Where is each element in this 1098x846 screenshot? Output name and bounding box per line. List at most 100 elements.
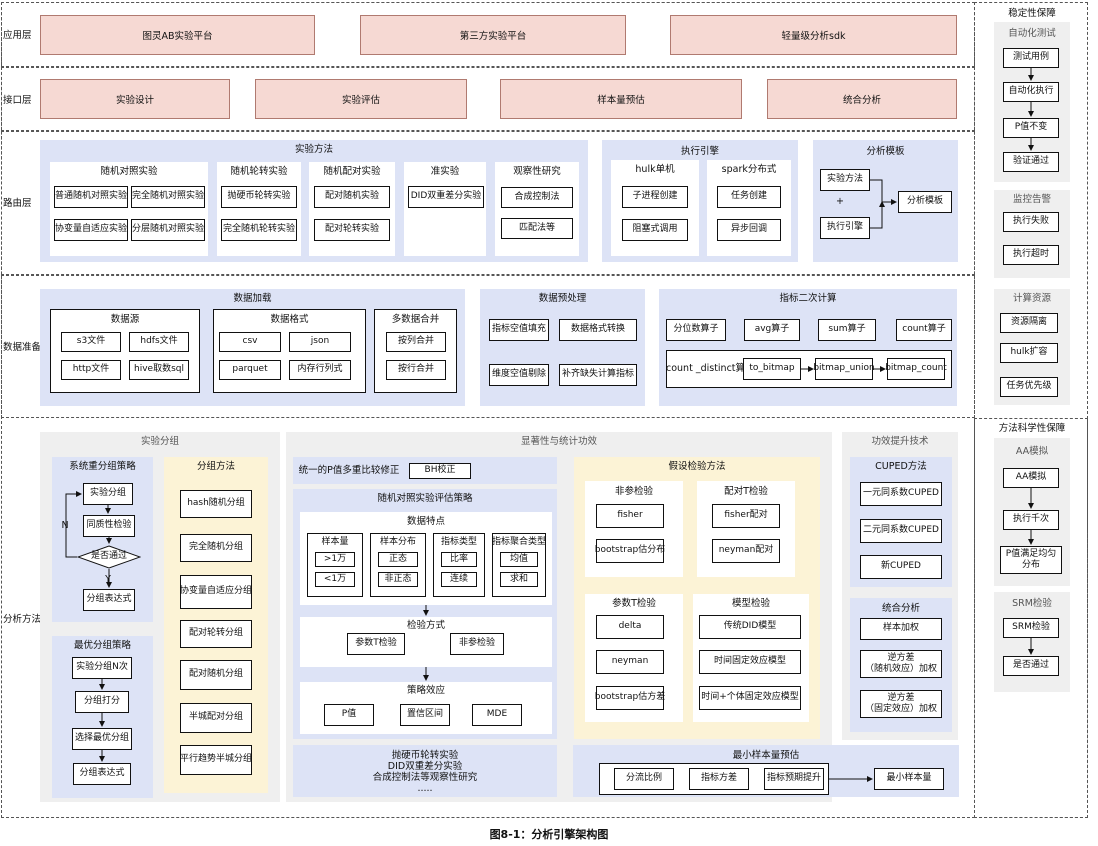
auto-execute: 自动化执行 — [1003, 82, 1059, 102]
minsample-result: 最小样本量 — [874, 768, 944, 790]
engine-title: 执行引擎 — [680, 146, 719, 157]
secondary-sum: sum算子 — [818, 319, 876, 341]
cuped-bi: 二元同系数CUPED — [860, 519, 942, 543]
spark-item-create: 任务创建 — [717, 186, 781, 208]
feature-value: 正态 — [378, 552, 418, 567]
param-bootstrap: bootstrap估方差 — [595, 686, 665, 710]
rebalance-step-homogeneity: 同质性检验 — [83, 515, 135, 537]
hulk-title: hulk单机 — [635, 164, 675, 175]
nonparam-bootstrap: bootstrap估分布 — [595, 539, 665, 563]
secondary-quantile: 分位数算子 — [666, 319, 726, 341]
power-title: 功效提升技术 — [871, 436, 929, 447]
source-hive: hive取数sql — [129, 360, 189, 380]
optimal-step-expression: 分组表达式 — [73, 763, 131, 785]
significance-title: 显著性与统计功效 — [520, 436, 597, 447]
srm-title: SRM检验 — [1012, 598, 1052, 609]
gm-halfcity: 半城配对分组 — [180, 703, 252, 733]
srm-pass: 是否通过 — [1003, 656, 1059, 676]
resource-priority: 任务优先级 — [1000, 377, 1058, 397]
format-json: json — [289, 332, 351, 352]
feature-value: 非正态 — [378, 572, 418, 587]
rr-item-complete: 完全随机轮转实验 — [221, 219, 297, 241]
template-engine-box: 执行引擎 — [820, 217, 870, 239]
layer-iface-label: 接口层 — [3, 95, 32, 106]
others-line1: 抛硬币轮转实验 — [391, 750, 459, 761]
gm-parallel-halfcity: 平行趋势半城分组 — [180, 745, 252, 775]
minsample-lift: 指标预期提升 — [764, 768, 824, 790]
gm-pair-rotation: 配对轮转分组 — [180, 620, 252, 648]
rr-title: 随机轮转实验 — [230, 166, 288, 177]
merge-title: 多数据合并 — [391, 314, 440, 325]
optimal-step-select: 选择最优分组 — [72, 728, 132, 750]
feature-value: 比率 — [441, 552, 477, 567]
source-title: 数据源 — [110, 314, 140, 325]
hypo-title: 假设检验方法 — [668, 461, 726, 472]
template-title: 分析模板 — [866, 146, 905, 157]
gm-hash: hash随机分组 — [180, 490, 252, 518]
aa-uniform: P值满足均匀 分布 — [1000, 546, 1062, 574]
rc-item-covariate: 协变量自适应实验 — [54, 219, 128, 241]
methods-title: 实验方法 — [294, 144, 333, 155]
monitor-title: 监控告警 — [1012, 194, 1051, 205]
rebalance-step-pass: 是否通过 — [90, 551, 127, 561]
meta-iv-random: 逆方差 （随机效应）加权 — [860, 650, 942, 678]
grouping-title: 实验分组 — [140, 436, 179, 447]
test-param: 参数T检验 — [347, 633, 405, 655]
gm-covariate: 协变量自适应分组 — [180, 575, 252, 609]
param-delta: delta — [596, 615, 664, 639]
srm-check: SRM检验 — [1003, 618, 1059, 638]
preprocess-complete: 补齐缺失计算指标 — [559, 364, 637, 386]
unified-label: 统一的P值多重比较修正 — [298, 465, 400, 476]
quasi-title: 准实验 — [430, 166, 460, 177]
template-plus: + — [836, 196, 844, 207]
paired-neyman: neyman配对 — [712, 539, 780, 563]
cuped-uni: 一元同系数CUPED — [860, 482, 942, 506]
frame-science — [974, 418, 1088, 818]
iface-box-design: 实验设计 — [40, 79, 230, 119]
rp-title: 随机配对实验 — [323, 166, 381, 177]
decision-diamond — [77, 545, 141, 569]
layer-data-label: 数据准备 — [3, 342, 42, 353]
paired-title: 配对T检验 — [724, 486, 768, 497]
model-time-fe: 时间固定效应模型 — [699, 650, 801, 674]
monitor-fail: 执行失败 — [1003, 212, 1059, 232]
minsample-ratio: 分流比例 — [614, 768, 674, 790]
auto-testcase: 测试用例 — [1003, 48, 1059, 68]
param-neyman: neyman — [596, 650, 664, 674]
auto-pvalue: P值不变 — [1003, 118, 1059, 138]
monitor-timeout: 执行超时 — [1003, 245, 1059, 265]
aa-thousand: 执行千次 — [1003, 510, 1059, 530]
test-nonparam: 非参检验 — [450, 633, 504, 655]
param-title: 参数T检验 — [612, 598, 656, 609]
effect-p: P值 — [324, 704, 374, 726]
chain-to-bitmap: to_bitmap — [743, 358, 801, 380]
rr-item-coin: 抛硬币轮转实验 — [221, 186, 297, 208]
rebalance-step-expression: 分组表达式 — [83, 589, 135, 611]
rebalance-y-label: Y — [105, 574, 111, 585]
iface-box-meta: 统合分析 — [767, 79, 957, 119]
test-panel — [300, 617, 552, 667]
preprocess-drop: 维度空值剔除 — [489, 364, 549, 386]
template-method-box: 实验方法 — [820, 169, 870, 191]
quasi-item-did: DID双重差分实验 — [408, 186, 484, 208]
others-panel — [293, 745, 557, 797]
chain-bitmap-union: bitmap_union — [813, 358, 875, 380]
spark-title: spark分布式 — [721, 164, 777, 175]
effect-ci: 置信区间 — [400, 704, 450, 726]
rc-item-stratified: 分层随机对照实验 — [131, 219, 205, 241]
effect-title: 策略效应 — [406, 685, 445, 696]
nonparam-fisher: fisher — [596, 504, 664, 528]
meta-sample-weight: 样本加权 — [860, 618, 942, 640]
feature-col-title: 指标类型 — [440, 537, 477, 547]
chain-bitmap-count: bitmap_count — [885, 358, 947, 380]
feature-value: 求和 — [500, 572, 538, 587]
group-methods-title: 分组方法 — [196, 461, 235, 472]
optimal-title: 最优分组策略 — [73, 640, 131, 651]
rp-item-random: 配对随机实验 — [314, 186, 390, 208]
strategy-title: 随机对照实验评估策略 — [377, 493, 473, 504]
aa-simulate: AA模拟 — [1003, 468, 1059, 488]
source-s3: s3文件 — [61, 332, 121, 352]
effect-mde: MDE — [472, 704, 522, 726]
feature-col-title: 样本分布 — [379, 537, 416, 547]
rebalance-step-group: 实验分组 — [83, 483, 133, 505]
